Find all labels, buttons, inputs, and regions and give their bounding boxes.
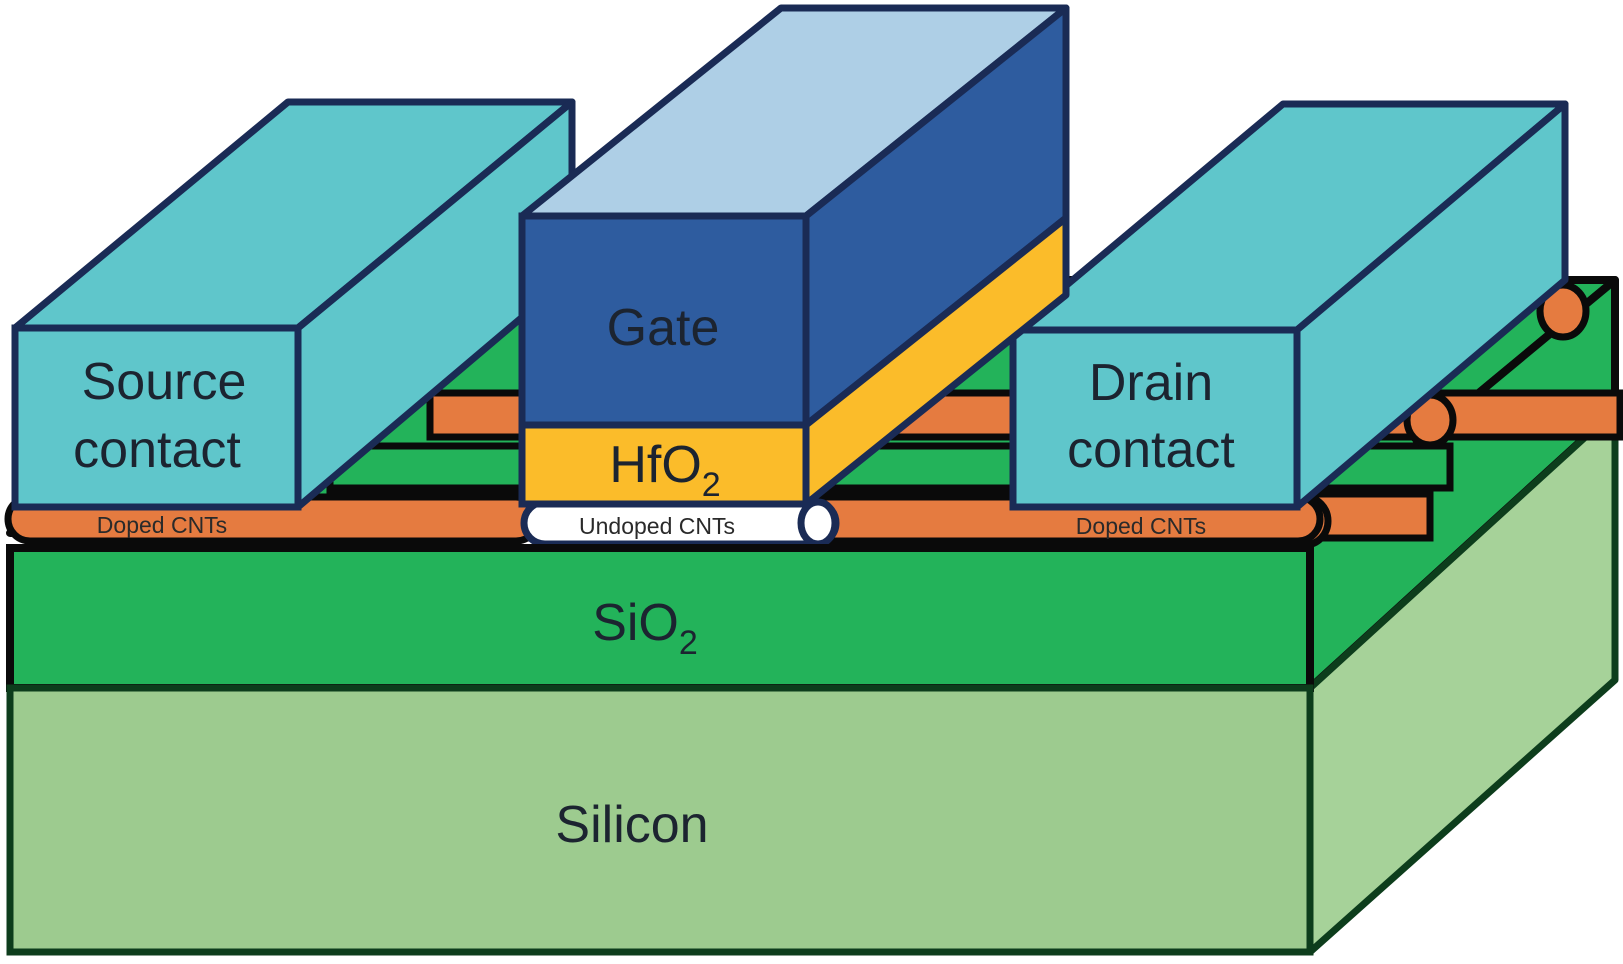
hfo2-label-base: HfO	[609, 436, 701, 494]
drain-contact	[1009, 100, 1569, 511]
gate-label: Gate	[607, 299, 720, 357]
source-contact-front	[11, 324, 302, 511]
source-contact-label-line1: Source	[82, 353, 247, 411]
source-contact	[11, 98, 576, 511]
silicon-label: Silicon	[555, 796, 708, 854]
drain-contact-label-line1: Drain	[1089, 354, 1213, 412]
undoped-cnts-label: Undoped CNTs	[579, 513, 735, 539]
sio2-label: SiO2	[592, 594, 698, 662]
drain-contact-front	[1009, 326, 1301, 511]
sio2-label-base: SiO	[592, 594, 679, 652]
gate-stack	[518, 4, 1070, 508]
drain-contact-label-line2: contact	[1067, 421, 1235, 479]
sio2-front-face	[6, 544, 1314, 692]
cnt-undoped-end-cap	[797, 498, 839, 548]
source-contact-label-line2: contact	[73, 421, 241, 479]
doped-cnts-left-label: Doped CNTs	[97, 512, 227, 538]
hfo2-label-sub: 2	[702, 466, 721, 504]
gate-front	[518, 212, 810, 429]
silicon-front-face	[6, 684, 1314, 956]
doped-cnts-right-label: Doped CNTs	[1076, 513, 1206, 539]
hfo2-label: HfO2	[609, 436, 720, 504]
sio2-label-sub: 2	[679, 624, 698, 662]
hfo2-front	[518, 421, 810, 508]
